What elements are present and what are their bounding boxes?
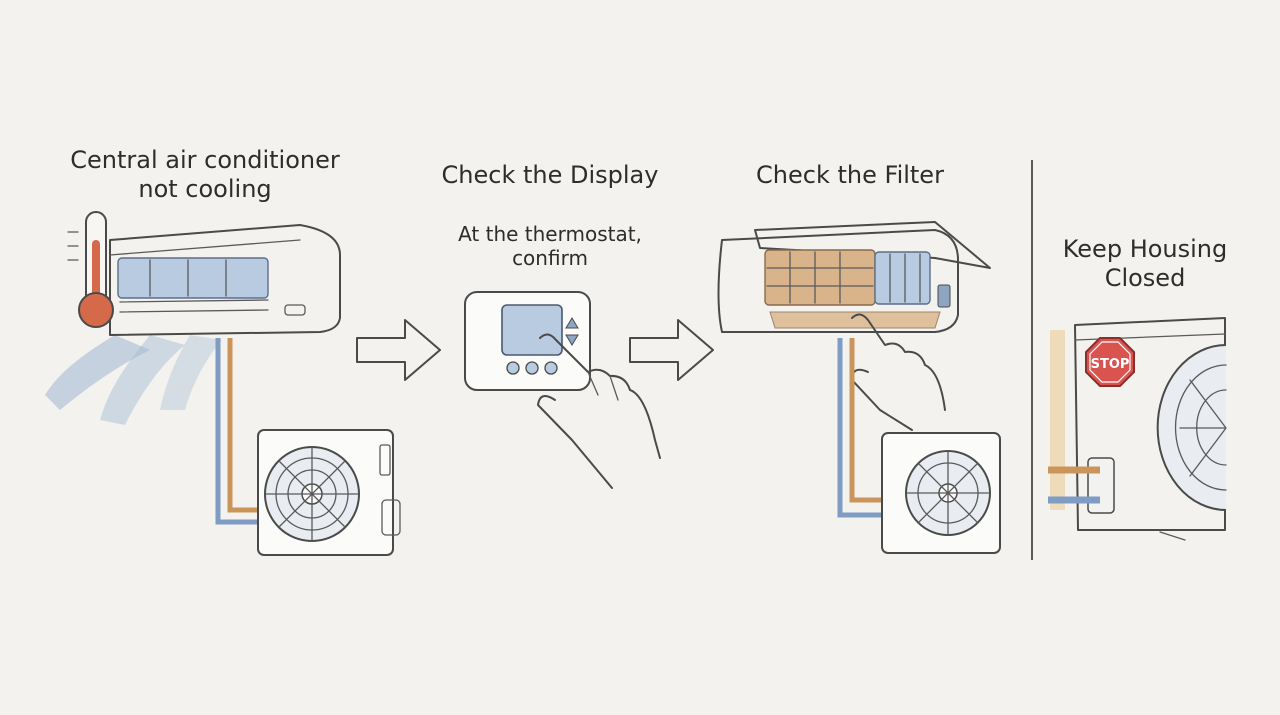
fan-icon bbox=[905, 450, 991, 536]
hand-icon bbox=[537, 333, 661, 489]
panel-2-title: Check the Display bbox=[441, 161, 659, 189]
fan-icon bbox=[264, 446, 360, 542]
panel-1-indoor-unit bbox=[45, 224, 341, 425]
thermometer-icon bbox=[67, 211, 114, 328]
panel-1-title: Central air conditioner not cooling bbox=[70, 146, 340, 204]
arrow-right-icon bbox=[356, 319, 441, 381]
panel-2-caption: At the thermostat, confirm bbox=[458, 222, 642, 271]
thermostat bbox=[464, 291, 591, 391]
arrow-right-icon bbox=[629, 319, 714, 381]
panel-4-title: Keep Housing Closed bbox=[1062, 235, 1228, 293]
panel-4-outdoor-unit bbox=[1048, 317, 1226, 541]
panel-3-title: Check the Filter bbox=[756, 161, 944, 189]
panel-3-indoor-unit bbox=[717, 221, 991, 333]
stop-sign-text: STOP bbox=[1091, 357, 1130, 372]
fan-icon bbox=[1156, 344, 1227, 511]
stop-sign-icon: STOP bbox=[1085, 337, 1135, 387]
